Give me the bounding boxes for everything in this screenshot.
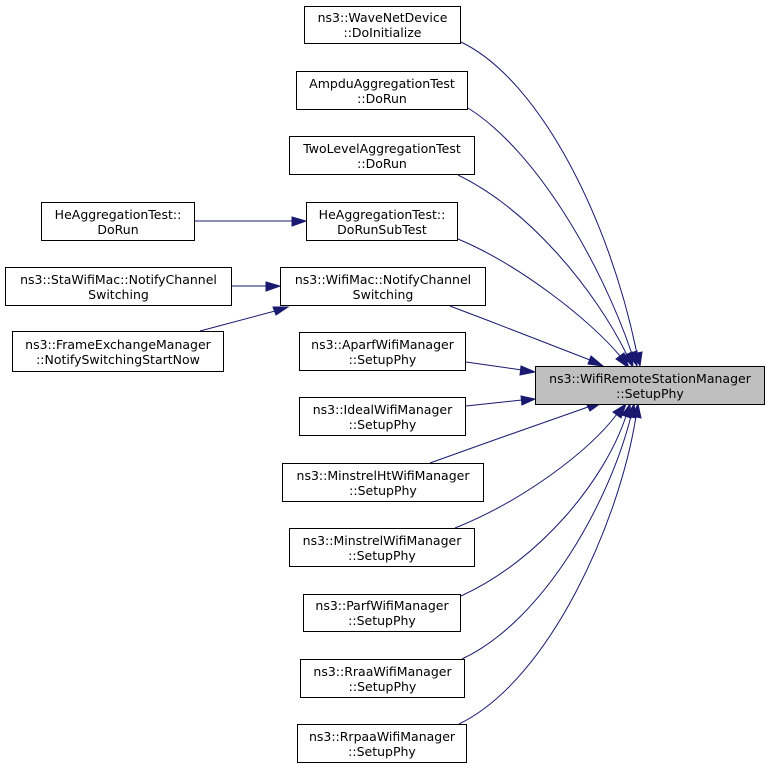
node-label: ns3::AparfWifiManager xyxy=(311,336,454,352)
arrowhead-ideal xyxy=(520,395,537,406)
node-he-dorun[interactable]: HeAggregationTest:: DoRun xyxy=(41,202,195,241)
node-aparf[interactable]: ns3::AparfWifiManager ::SetupPhy xyxy=(299,332,466,371)
edge-wifimac-notify xyxy=(449,305,591,361)
node-label: ns3::FrameExchangeManager xyxy=(25,336,211,352)
node-label: ::SetupPhy xyxy=(348,743,416,759)
node-label: AmpduAggregationTest xyxy=(309,75,455,91)
node-label: ::SetupPhy xyxy=(616,385,684,401)
node-minstrel-ht[interactable]: ns3::MinstrelHtWifiManager ::SetupPhy xyxy=(282,463,484,502)
arrowhead-two-level-test xyxy=(622,351,634,369)
node-wifimac-notify[interactable]: ns3::WifiMac::NotifyChannel Switching xyxy=(280,267,486,306)
arrowhead-sta-wifimac-notify xyxy=(265,281,282,292)
node-label: ns3::WifiMac::NotifyChannel xyxy=(294,271,472,287)
node-label: ns3::WifiRemoteStationManager xyxy=(549,370,751,386)
node-he-subtest[interactable]: HeAggregationTest:: DoRunSubTest xyxy=(306,202,458,241)
node-label: ns3::IdealWifiManager xyxy=(312,401,453,417)
edge-minstrel-ht xyxy=(429,406,589,464)
node-label: DoRun xyxy=(97,221,139,237)
node-label: ns3::ParfWifiManager xyxy=(315,598,449,613)
node-rrpaa[interactable]: ns3::RrpaaWifiManager ::SetupPhy xyxy=(297,724,467,763)
node-frame-exchange[interactable]: ns3::FrameExchangeManager ::NotifySwitch… xyxy=(12,331,224,372)
node-label: Switching xyxy=(88,286,149,302)
edge-parf xyxy=(460,415,627,597)
node-label: ::SetupPhy xyxy=(348,351,417,367)
node-label: ns3::RrpaaWifiManager xyxy=(308,728,456,744)
arrowhead-he-dorun xyxy=(291,216,308,227)
node-ampdu-test[interactable]: AmpduAggregationTest ::DoRun xyxy=(296,71,468,110)
node-label: Switching xyxy=(352,286,414,302)
edge-ideal xyxy=(465,399,523,407)
node-label: ::DoInitialize xyxy=(343,25,422,40)
node-ideal[interactable]: ns3::IdealWifiManager ::SetupPhy xyxy=(299,397,466,436)
node-wave-net-device[interactable]: ns3::WaveNetDevice ::DoInitialize xyxy=(304,6,461,44)
node-label: HeAggregationTest:: xyxy=(54,206,182,222)
edge-rrpaa xyxy=(458,415,637,725)
node-label: ns3::WaveNetDevice xyxy=(317,10,448,25)
edge-he-subtest xyxy=(457,238,621,357)
node-minstrel[interactable]: ns3::MinstrelWifiManager ::SetupPhy xyxy=(289,528,475,567)
node-label: ::SetupPhy xyxy=(348,613,416,628)
node-label: ::SetupPhy xyxy=(348,547,416,563)
arrowhead-aparf xyxy=(519,365,537,376)
node-label: ns3::MinstrelHtWifiManager xyxy=(296,467,470,483)
arrowhead-rrpaa xyxy=(631,402,642,419)
arrowhead-frame-exchange xyxy=(272,306,290,316)
arrowhead-minstrel xyxy=(612,402,627,419)
node-label: ::NotifySwitchingStartNow xyxy=(36,351,200,367)
node-label: ::SetupPhy xyxy=(348,416,417,432)
node-label: ns3::StaWifiMac::NotifyChannel xyxy=(20,271,217,287)
node-label: ::DoRun xyxy=(357,90,407,106)
arrowhead-wifimac-notify xyxy=(587,355,605,367)
node-label: DoRunSubTest xyxy=(337,221,427,237)
node-label: ns3::RraaWifiManager xyxy=(313,663,452,679)
node-label: TwoLevelAggregationTest xyxy=(303,140,461,156)
node-sta-wifimac-notify[interactable]: ns3::StaWifiMac::NotifyChannel Switching xyxy=(5,267,232,306)
node-target-setup-phy[interactable]: ns3::WifiRemoteStationManager ::SetupPhy xyxy=(535,366,765,405)
node-label: ::DoRun xyxy=(357,155,407,171)
edge-minstrel xyxy=(454,413,618,529)
edge-aparf xyxy=(465,361,523,371)
edge-rraa xyxy=(461,415,632,660)
node-label: ::SetupPhy xyxy=(349,482,417,498)
node-rraa[interactable]: ns3::RraaWifiManager ::SetupPhy xyxy=(300,659,465,698)
edge-ampdu-test xyxy=(467,107,633,355)
node-label: HeAggregationTest:: xyxy=(318,206,446,222)
edge-wave-net-device xyxy=(460,41,638,355)
node-label: ns3::MinstrelWifiManager xyxy=(302,532,462,548)
node-label: ::SetupPhy xyxy=(348,678,417,694)
edge-frame-exchange xyxy=(199,310,276,332)
node-parf[interactable]: ns3::ParfWifiManager ::SetupPhy xyxy=(303,594,461,632)
node-two-level-test[interactable]: TwoLevelAggregationTest ::DoRun xyxy=(289,136,475,175)
edge-two-level-test xyxy=(457,174,628,356)
arrowhead-he-subtest xyxy=(615,352,630,370)
